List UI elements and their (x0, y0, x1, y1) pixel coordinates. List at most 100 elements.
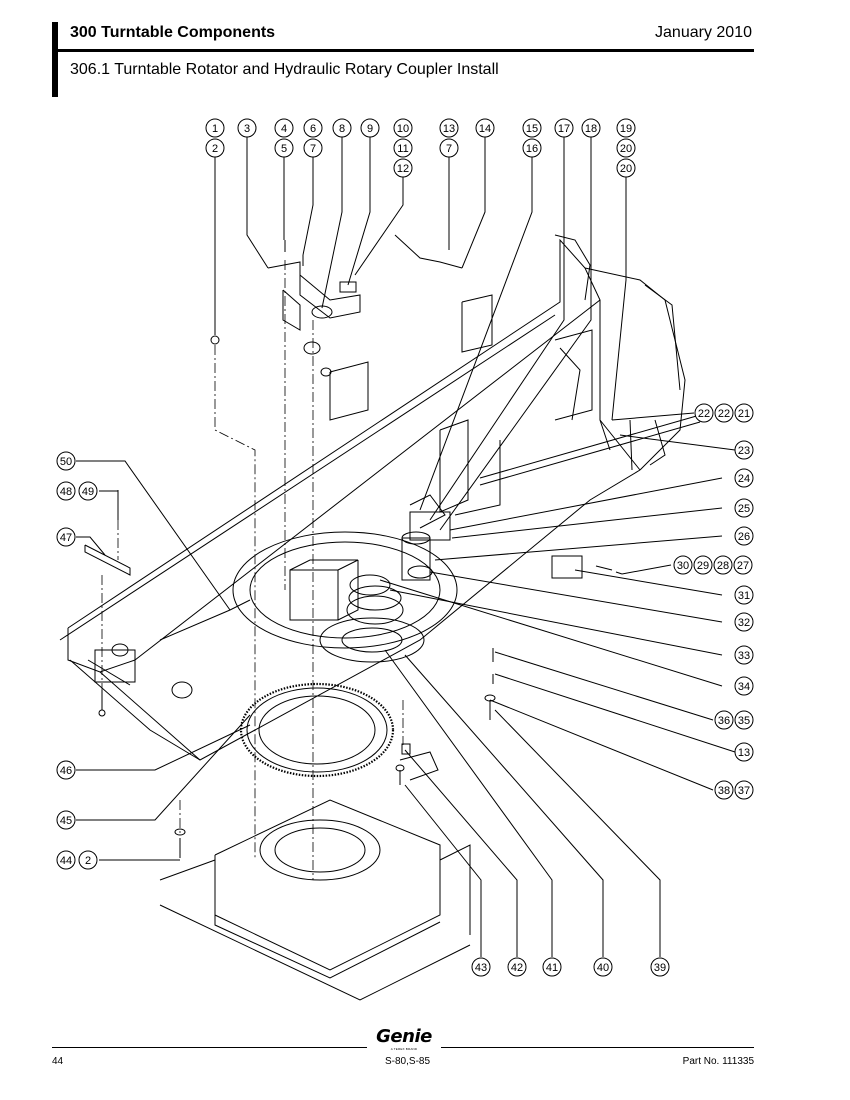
callout-7: 7 (303, 138, 323, 158)
svg-text:34: 34 (738, 681, 750, 693)
svg-text:8: 8 (339, 123, 345, 135)
callout-27: 27 (733, 555, 753, 575)
svg-text:2: 2 (85, 855, 91, 867)
svg-text:49: 49 (82, 486, 94, 498)
callout-5: 5 (274, 138, 294, 158)
callout-22a: 22 (694, 403, 714, 423)
callout-10: 10 (393, 118, 413, 138)
callout-13: 13 (439, 118, 459, 138)
svg-text:10: 10 (397, 123, 409, 135)
callout-20b: 20 (616, 158, 636, 178)
subsection-title: 306.1 Turntable Rotator and Hydraulic Ro… (70, 61, 499, 78)
callout-18: 18 (581, 118, 601, 138)
callout-34: 34 (734, 676, 754, 696)
callout-1: 1 (205, 118, 225, 138)
svg-text:41: 41 (546, 962, 558, 974)
callout-38: 38 (714, 780, 734, 800)
svg-text:45: 45 (60, 815, 72, 827)
svg-text:39: 39 (654, 962, 666, 974)
svg-text:18: 18 (585, 123, 597, 135)
svg-text:14: 14 (479, 123, 491, 135)
logo-wordmark: Genie (376, 1026, 432, 1047)
svg-text:37: 37 (738, 785, 750, 797)
callout-2: 2 (205, 138, 225, 158)
svg-text:3: 3 (244, 123, 250, 135)
callout-16: 16 (522, 138, 542, 158)
footer-rule-right (441, 1047, 754, 1048)
svg-text:36: 36 (718, 715, 730, 727)
machine-drawing (59, 234, 701, 1001)
callout-25: 25 (734, 498, 754, 518)
svg-text:35: 35 (738, 715, 750, 727)
svg-text:13: 13 (738, 747, 750, 759)
svg-text:6: 6 (310, 123, 316, 135)
svg-text:19: 19 (620, 123, 632, 135)
callout-6: 6 (303, 118, 323, 138)
svg-text:22: 22 (718, 408, 730, 420)
svg-text:27: 27 (737, 560, 749, 572)
callout-13b: 13 (734, 742, 754, 762)
callout-29: 29 (693, 555, 713, 575)
svg-text:13: 13 (443, 123, 455, 135)
callout-40: 40 (593, 957, 613, 977)
svg-text:43: 43 (475, 962, 487, 974)
section-title: 300 Turntable Components (70, 24, 276, 41)
callout-14: 14 (475, 118, 495, 138)
callout-43: 43 (471, 957, 491, 977)
callout-36: 36 (714, 710, 734, 730)
svg-text:15: 15 (526, 123, 538, 135)
header-rule (58, 49, 754, 52)
svg-text:29: 29 (697, 560, 709, 572)
callout-47: 47 (56, 527, 76, 547)
svg-text:30: 30 (677, 560, 689, 572)
callout-23: 23 (734, 440, 754, 460)
callout-19: 19 (616, 118, 636, 138)
callout-37: 37 (734, 780, 754, 800)
callout-17: 17 (554, 118, 574, 138)
callout-33: 33 (734, 645, 754, 665)
part-number: Part No. 111335 (682, 1056, 754, 1067)
callout-28: 28 (713, 555, 733, 575)
header-bar (52, 22, 58, 97)
svg-text:26: 26 (738, 531, 750, 543)
callout-35: 35 (734, 710, 754, 730)
svg-text:7: 7 (446, 143, 452, 155)
svg-text:21: 21 (738, 408, 750, 420)
callout-7b: 7 (439, 138, 459, 158)
svg-text:44: 44 (60, 855, 72, 867)
callout-50: 50 (56, 451, 76, 471)
svg-text:4: 4 (281, 123, 287, 135)
model-designation: S-80,S-85 (385, 1056, 431, 1067)
svg-text:32: 32 (738, 617, 750, 629)
svg-text:24: 24 (738, 473, 750, 485)
genie-logo: Genie A TEREX BRAND (369, 1026, 439, 1051)
svg-text:50: 50 (60, 456, 72, 468)
callout-11: 11 (393, 138, 413, 158)
svg-text:12: 12 (397, 163, 409, 175)
centerlines (101, 260, 404, 880)
page-number: 44 (52, 1056, 64, 1067)
callout-20: 20 (616, 138, 636, 158)
header-date: January 2010 (655, 24, 752, 41)
callout-balloons: 1 2 3 4 5 6 7 8 9 10 11 12 13 7 14 15 16… (56, 118, 754, 977)
callout-31: 31 (734, 585, 754, 605)
svg-text:38: 38 (718, 785, 730, 797)
leader-lines (76, 136, 736, 957)
svg-text:17: 17 (558, 123, 570, 135)
callout-39: 39 (650, 957, 670, 977)
svg-text:5: 5 (281, 143, 287, 155)
svg-text:28: 28 (717, 560, 729, 572)
callout-4: 4 (274, 118, 294, 138)
svg-text:2: 2 (212, 143, 218, 155)
callout-48: 48 (56, 481, 76, 501)
svg-text:48: 48 (60, 486, 72, 498)
svg-text:9: 9 (367, 123, 373, 135)
svg-text:20: 20 (620, 143, 632, 155)
svg-text:31: 31 (738, 590, 750, 602)
callout-41: 41 (542, 957, 562, 977)
svg-text:33: 33 (738, 650, 750, 662)
callout-46: 46 (56, 760, 76, 780)
svg-text:1: 1 (212, 123, 218, 135)
svg-text:25: 25 (738, 503, 750, 515)
svg-text:46: 46 (60, 765, 72, 777)
